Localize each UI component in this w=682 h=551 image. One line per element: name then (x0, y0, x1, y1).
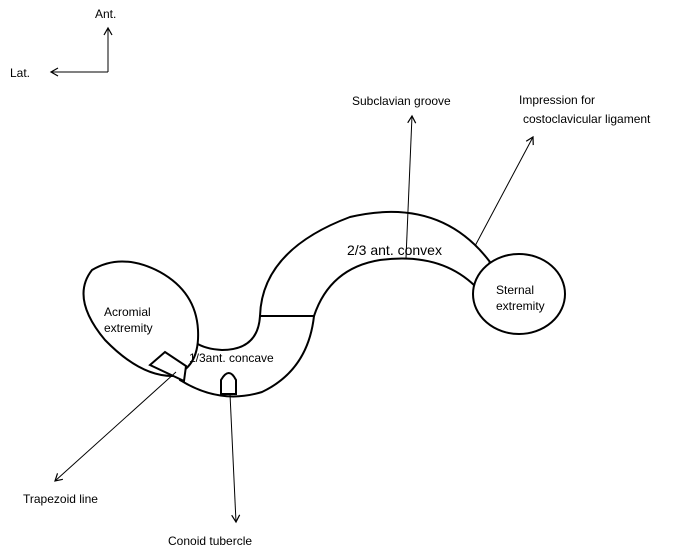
callouts: Subclavian groove Impression for costocl… (23, 93, 651, 548)
clavicle-body (82, 210, 566, 398)
medial-segment (258, 210, 492, 317)
sternal-label-line1: Sternal (496, 283, 534, 297)
acromial-label-line1: Acromial (104, 305, 151, 319)
lateral-label: Lat. (10, 66, 30, 80)
conoid-tubercle-marker (220, 372, 237, 395)
conoid-tubercle-pointer (229, 393, 241, 524)
sternal-label-line2: extremity (496, 299, 545, 313)
subclavian-groove-pointer (405, 114, 417, 259)
anterior-concave-label: 1/3ant. concave (189, 351, 274, 365)
orientation-compass: Ant. Lat. (10, 7, 116, 80)
anterior-convex-label: 2/3 ant. convex (347, 242, 442, 258)
trapezoid-line-label: Trapezoid line (23, 492, 98, 506)
trapezoid-line-pointer (54, 371, 177, 482)
costoclavicular-label-line1: Impression for (519, 93, 595, 107)
costoclavicular-label-line2: costoclavicular ligament (523, 112, 651, 126)
costoclavicular-pointer (474, 135, 534, 247)
acromial-extremity (82, 260, 200, 378)
conoid-tubercle-label: Conoid tubercle (168, 534, 252, 548)
acromial-label-line2: extremity (104, 321, 153, 335)
lateral-segment (178, 315, 316, 398)
sternal-extremity (472, 253, 566, 335)
anterior-label: Ant. (95, 7, 116, 21)
subclavian-groove-label: Subclavian groove (352, 94, 451, 108)
